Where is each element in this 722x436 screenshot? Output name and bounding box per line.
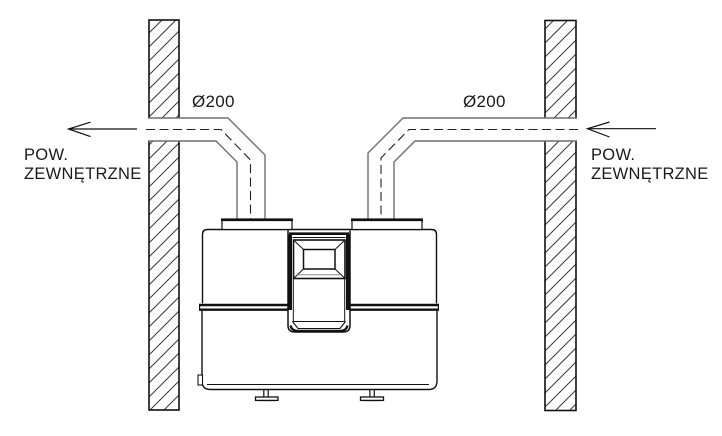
right-duct-diameter-label: Ø200: [463, 92, 506, 111]
duct-collar-left: [221, 218, 293, 231]
display-bezel: [292, 239, 346, 280]
left-outside-air-line2: ZEWNĘTRZNE: [24, 164, 142, 183]
left-outside-air-label: POW. ZEWNĘTRZNE: [24, 146, 142, 183]
panel-handle: [289, 320, 349, 332]
duct-centerline-left: [146, 128, 252, 227]
foot-right: [359, 389, 385, 402]
display-screen: [302, 248, 336, 270]
left-flow-arrow: [66, 121, 137, 138]
duct-left: [146, 117, 266, 227]
foot-left: [254, 389, 279, 402]
left-duct-diameter-label: Ø200: [192, 92, 235, 111]
left-outside-air-line1: POW.: [24, 146, 69, 164]
duct-collar-right: [351, 218, 423, 231]
side-latch: [197, 374, 204, 386]
right-outside-air-label: POW. ZEWNĘTRZNE: [591, 146, 709, 183]
duct-centerline-right: [380, 128, 578, 227]
right-flow-arrow: [585, 121, 656, 138]
right-outside-air-line1: POW.: [591, 146, 636, 164]
duct-right: [367, 117, 578, 227]
right-outside-air-line2: ZEWNĘTRZNE: [591, 164, 709, 183]
wall-right: [544, 19, 577, 412]
wall-left: [148, 19, 180, 411]
ventilation-unit: [197, 218, 439, 402]
